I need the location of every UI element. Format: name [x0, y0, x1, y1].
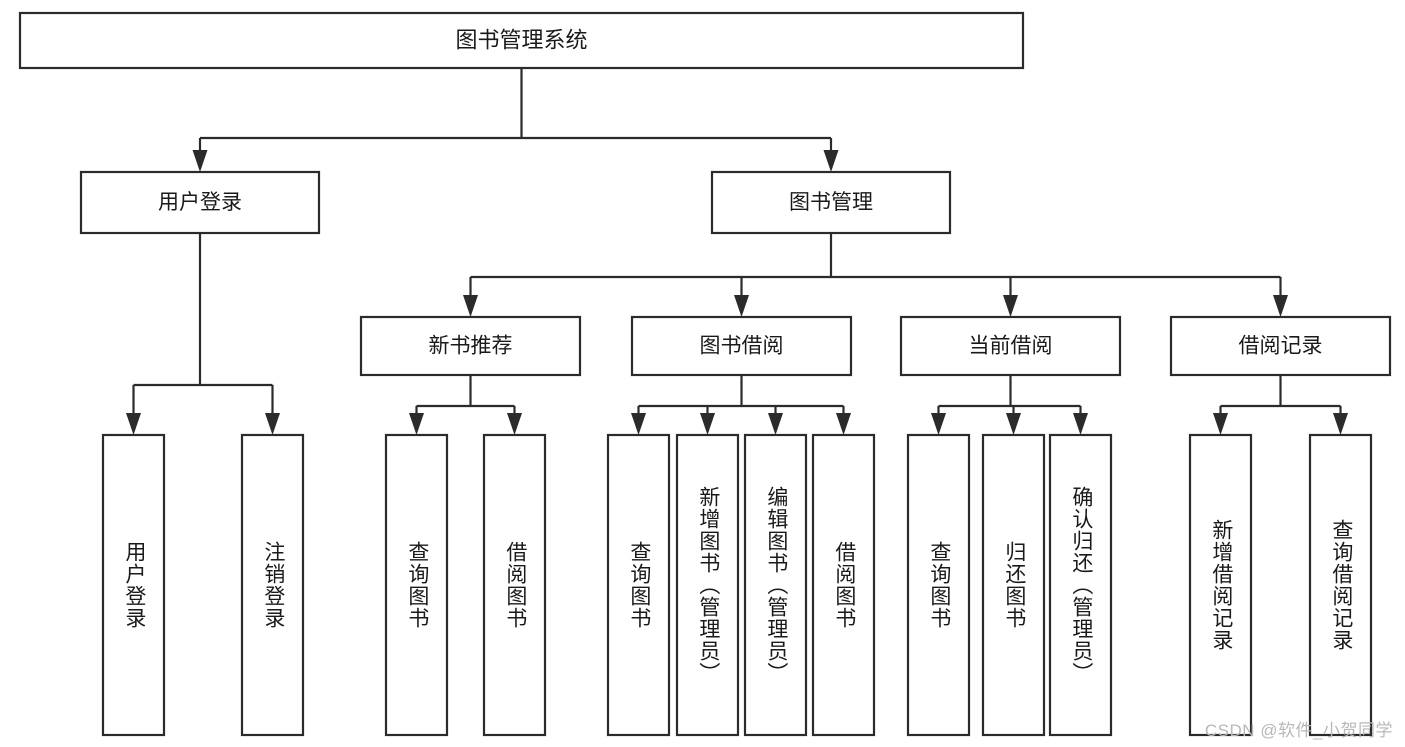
node-box-leaf-query-book[interactable]	[606, 433, 671, 737]
arrow-head	[700, 413, 715, 435]
arrow-head	[768, 413, 783, 435]
node-box-root[interactable]	[18, 11, 1025, 70]
node-box-leaf-add-record[interactable]	[1188, 433, 1253, 737]
edge-group-current-borrow	[931, 375, 1088, 435]
arrow-head	[1006, 413, 1021, 435]
csdn-watermark: CSDN @软件_小贺同学	[1204, 721, 1393, 740]
node-box-leaf-query-book-rec[interactable]	[384, 433, 449, 737]
node-leaf-edit-book[interactable]	[743, 433, 808, 737]
node-book-manage[interactable]: 图书管理	[710, 170, 952, 235]
arrow-head	[409, 413, 424, 435]
node-box-borrow-record[interactable]	[1169, 315, 1392, 377]
arrow-head	[1333, 413, 1348, 435]
arrow-head	[836, 413, 851, 435]
node-user-login[interactable]: 用户登录	[79, 170, 321, 235]
node-leaf-return-book[interactable]	[981, 433, 1046, 737]
node-box-leaf-user-logout[interactable]	[240, 433, 305, 737]
node-box-new-book-rec[interactable]	[359, 315, 582, 377]
node-label-current-borrow: 当前借阅	[969, 335, 1053, 358]
node-label-root: 图书管理系统	[455, 27, 587, 52]
arrow-head	[1003, 295, 1018, 317]
node-label-book-manage: 图书管理	[789, 191, 873, 214]
node-leaf-query-book-rec[interactable]	[384, 433, 449, 737]
node-leaf-borrow-book-rec[interactable]	[482, 433, 547, 737]
node-box-current-borrow[interactable]	[899, 315, 1122, 377]
arrow-head	[1073, 413, 1088, 435]
node-leaf-user-logout[interactable]	[240, 433, 305, 737]
edge-group-book-borrow	[631, 375, 851, 435]
edge-group-new-book-rec	[409, 375, 522, 435]
node-leaf-query-book-cur[interactable]	[906, 433, 971, 737]
node-box-book-manage[interactable]	[710, 170, 952, 235]
arrow-head	[463, 295, 478, 317]
node-box-leaf-edit-book[interactable]	[743, 433, 808, 737]
edges-layer	[126, 68, 1348, 435]
node-box-user-login[interactable]	[79, 170, 321, 235]
arrow-head	[1213, 413, 1228, 435]
arrow-head	[126, 413, 141, 435]
arrow-head	[192, 150, 208, 172]
node-leaf-query-book[interactable]	[606, 433, 671, 737]
edge-group-root	[192, 68, 839, 172]
node-leaf-add-record[interactable]	[1188, 433, 1253, 737]
node-box-leaf-borrow-book-rec[interactable]	[482, 433, 547, 737]
node-book-borrow[interactable]: 图书借阅	[630, 315, 853, 377]
arrow-head	[507, 413, 522, 435]
arrow-head	[734, 295, 749, 317]
edge-group-book-manage	[463, 233, 1288, 317]
node-box-leaf-query-book-cur[interactable]	[906, 433, 971, 737]
node-leaf-user-login[interactable]	[101, 433, 166, 737]
edge-group-user-login	[126, 233, 280, 435]
arrow-head	[265, 413, 280, 435]
node-label-new-book-rec: 新书推荐	[429, 335, 513, 358]
node-box-leaf-query-record[interactable]	[1308, 433, 1373, 737]
arrow-head	[1273, 295, 1288, 317]
node-box-leaf-return-book[interactable]	[981, 433, 1046, 737]
node-box-leaf-confirm-return[interactable]	[1048, 433, 1113, 737]
node-box-leaf-borrow-book[interactable]	[811, 433, 876, 737]
arrow-head	[823, 150, 839, 172]
node-root[interactable]: 图书管理系统	[18, 11, 1025, 70]
node-new-book-rec[interactable]: 新书推荐	[359, 315, 582, 377]
node-leaf-add-book[interactable]	[675, 433, 740, 737]
edge-group-borrow-record	[1213, 375, 1348, 435]
node-leaf-confirm-return[interactable]	[1048, 433, 1113, 737]
node-current-borrow[interactable]: 当前借阅	[899, 315, 1122, 377]
node-label-book-borrow: 图书借阅	[700, 335, 784, 358]
node-box-leaf-add-book[interactable]	[675, 433, 740, 737]
arrow-head	[631, 413, 646, 435]
arrow-head	[931, 413, 946, 435]
node-leaf-borrow-book[interactable]	[811, 433, 876, 737]
node-label-borrow-record: 借阅记录	[1239, 335, 1323, 358]
node-label-user-login: 用户登录	[158, 191, 242, 214]
node-leaf-query-record[interactable]	[1308, 433, 1373, 737]
node-borrow-record[interactable]: 借阅记录	[1169, 315, 1392, 377]
node-box-leaf-user-login[interactable]	[101, 433, 166, 737]
node-box-book-borrow[interactable]	[630, 315, 853, 377]
